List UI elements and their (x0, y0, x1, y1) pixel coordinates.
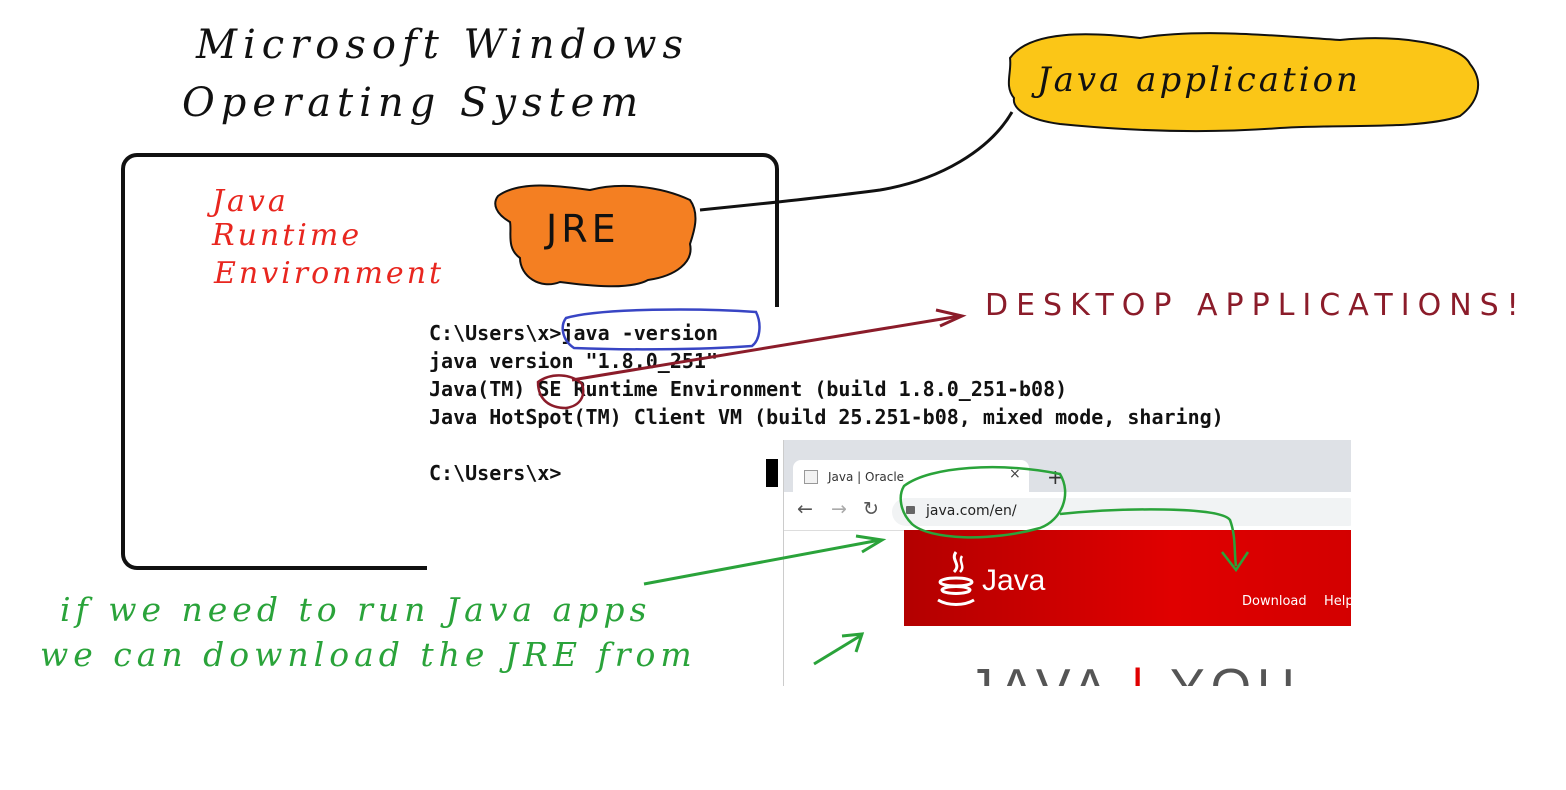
se-circle (536, 374, 585, 410)
java-application-label: Java application (1037, 60, 1361, 100)
java-cup-icon (937, 551, 975, 606)
jre-label-runtime: Runtime (212, 218, 363, 253)
browser-window: Java | Oracle × + ← → ↻ java.com/en/ Jav… (783, 440, 1351, 686)
java-application-callout (1007, 32, 1480, 132)
note-arrow-upper (643, 538, 881, 586)
jre-blob-label: JRE (546, 207, 620, 251)
console-line: Java(TM) SE Runtime Environment (build 1… (429, 377, 1068, 401)
java-version-circle (561, 308, 761, 351)
title-line-1: Microsoft Windows (196, 22, 689, 68)
address-bar[interactable]: java.com/en/ (892, 498, 1351, 526)
note-arrow-lower (813, 634, 861, 666)
tab-bar: Java | Oracle × + (784, 440, 1351, 494)
reload-button[interactable]: ↻ (863, 498, 879, 520)
tab-java-oracle[interactable]: Java | Oracle × (793, 460, 1029, 494)
forward-button[interactable]: → (831, 498, 847, 520)
desktop-arrow (571, 314, 961, 382)
console-line: Java HotSpot(TM) Client VM (build 25.251… (429, 405, 1224, 429)
console-cursor (766, 459, 778, 487)
note-arrow-lower-head (841, 632, 865, 653)
nav-download-link[interactable]: Download (1242, 594, 1307, 609)
note-arrow-upper-head (855, 534, 887, 554)
new-tab-button[interactable]: + (1047, 465, 1064, 489)
url-circle (899, 466, 1067, 539)
jre-blob (494, 184, 697, 288)
desktop-applications-label: DESKTOP APPLICATIONS! (985, 288, 1527, 323)
java-header-banner: Java Download Help (904, 530, 1351, 626)
tab-title: Java | Oracle (828, 470, 905, 484)
lock-icon (906, 506, 915, 514)
java-logo-text: Java (982, 564, 1046, 597)
slogan-java: JAVA (967, 659, 1110, 686)
download-note-line-2: we can download the JRE from (40, 635, 697, 674)
slogan-divider: | (1131, 659, 1151, 686)
console-prompt[interactable]: C:\Users\x> (429, 461, 562, 485)
slogan-you: YOU (1170, 659, 1301, 686)
nav-help-link[interactable]: Help (1324, 594, 1351, 609)
close-icon[interactable]: × (1009, 466, 1021, 482)
download-note-line-1: if we need to run Java apps (60, 590, 652, 629)
desktop-arrow-head (935, 308, 967, 328)
callout-connector-line (699, 111, 1014, 212)
url-to-download-arrow (1059, 508, 1238, 567)
download-arrow-head (1221, 551, 1250, 573)
back-button[interactable]: ← (797, 498, 813, 520)
java-you-slogan: JAVA | YOU (967, 658, 1301, 686)
jre-label-java: Java (212, 184, 289, 219)
java-favicon-icon (804, 470, 818, 484)
url-text[interactable]: java.com/en/ (926, 503, 1017, 519)
jre-label-environment: Environment (214, 256, 445, 291)
console-line: C:\Users\x>java -version (429, 321, 718, 345)
navigation-bar: ← → ↻ java.com/en/ (784, 494, 1351, 531)
title-line-2: Operating System (182, 80, 645, 126)
